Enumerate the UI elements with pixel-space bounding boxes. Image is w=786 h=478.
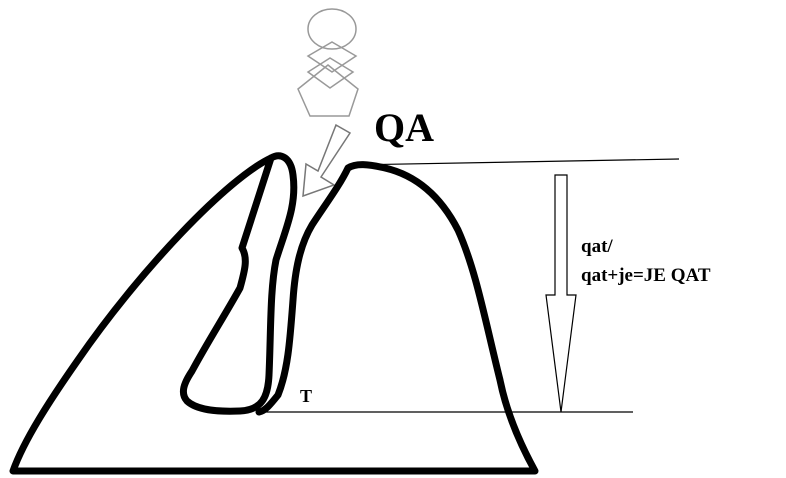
left-lobe-outline xyxy=(183,156,293,411)
formula-line-1: qat/ xyxy=(581,236,613,257)
t-label: T xyxy=(300,386,312,406)
falling-shapes xyxy=(298,9,358,116)
height-arrow-icon xyxy=(546,175,576,412)
formula-line-2: qat+je=JE QAT xyxy=(581,265,711,286)
top-reference-line xyxy=(350,159,679,165)
qa-label: QA xyxy=(374,105,434,150)
down-arrow-icon xyxy=(303,125,350,196)
pentagon-shape xyxy=(298,65,358,116)
ellipse-shape xyxy=(308,9,356,49)
